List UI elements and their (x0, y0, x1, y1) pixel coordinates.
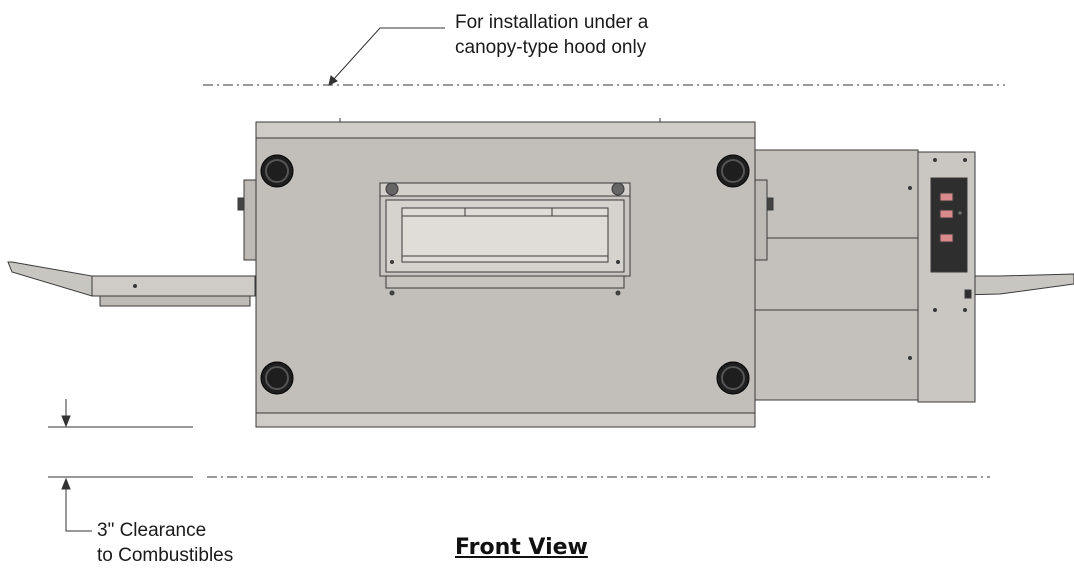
indicator-top (939, 192, 954, 202)
left-bracket (243, 179, 257, 261)
right-bracket (754, 179, 768, 261)
clearance-note-line-2: to Combustibles (97, 545, 234, 566)
clearance-leader (65, 482, 92, 532)
clearance-note-line-1: 3" Clearance (97, 520, 207, 541)
left-conveyor (7, 261, 256, 307)
view-title: Front View (455, 535, 588, 560)
oven-bottom-band (255, 412, 756, 428)
oven-top-band (255, 121, 756, 139)
indicator-middle (939, 209, 954, 219)
hood-leader-arrowhead (328, 75, 338, 86)
hood-note-leader (332, 27, 445, 81)
side-housing (754, 149, 919, 401)
hood-note-line-2: canopy-type hood only (455, 37, 647, 58)
viewing-window (379, 182, 631, 296)
clearance-arrowhead-up (61, 477, 71, 490)
control-panel (930, 177, 968, 273)
hood-note-line-1: For installation under a (455, 12, 649, 33)
clearance-arrowhead-down (61, 415, 71, 428)
control-box (917, 151, 976, 403)
indicator-bottom (939, 233, 954, 243)
